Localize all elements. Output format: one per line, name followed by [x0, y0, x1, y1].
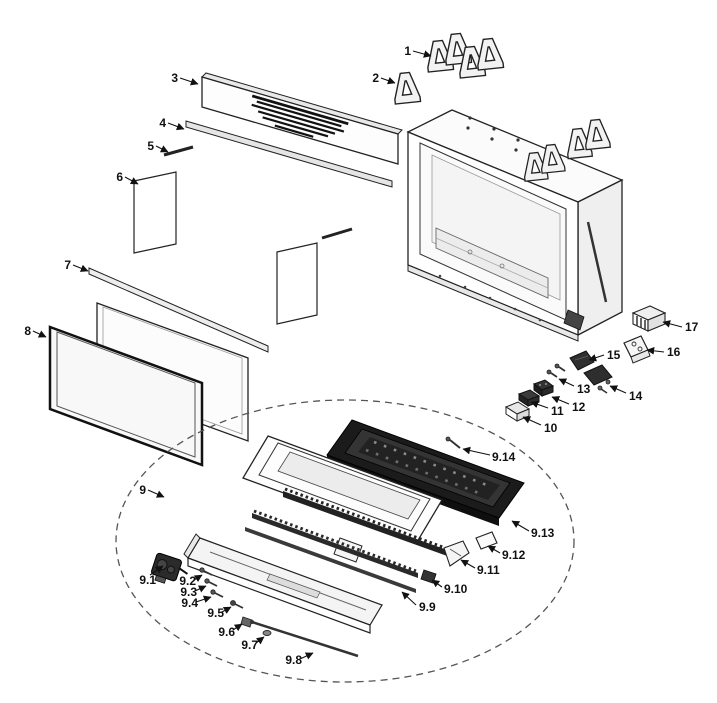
part-label-9-9: 9.9: [419, 600, 436, 614]
part-label-5: 5: [147, 139, 154, 153]
part-label-2: 2: [372, 71, 379, 85]
part-9-12-tray-frame: [242, 435, 443, 563]
part-label-9-3: 9.3: [180, 585, 197, 599]
part-9-5-screw: [230, 600, 244, 609]
part-15-bracket: [569, 350, 595, 371]
part-9-2-screw: [199, 567, 213, 576]
part-8-front-glass: [48, 302, 249, 467]
part-label-13: 13: [577, 382, 591, 396]
part-7-trim-strip: [88, 267, 269, 353]
part-label-9-11: 9.11: [477, 563, 500, 577]
part-2-bracket: [391, 70, 422, 105]
part-1-bracket-group: [424, 31, 505, 79]
part-label-3: 3: [171, 71, 178, 85]
part-label-7: 7: [64, 258, 71, 272]
part-9-11-bracket: [443, 540, 470, 567]
detail-callout-ellipse: [115, 399, 575, 683]
part-label-9-6: 9.6: [218, 625, 235, 639]
part-17-terminal-block: [631, 305, 667, 332]
part-label-9-14: 9.14: [492, 450, 516, 464]
warning-text-block: [251, 94, 349, 138]
part-label-6: 6: [116, 170, 123, 184]
part-label-8: 8: [24, 324, 31, 338]
part-label-15: 15: [607, 348, 621, 362]
part-9-3-screw: [204, 578, 218, 587]
part-label-12: 12: [572, 400, 586, 414]
part-9-6-clip: [240, 616, 253, 628]
part-label-10: 10: [544, 421, 558, 435]
part-label-9-4: 9.4: [181, 596, 198, 610]
side-panel-right: [276, 242, 318, 325]
part-3-warning-panel: [201, 72, 403, 165]
part-5-rod: [163, 145, 353, 240]
part-6-side-panel: [133, 171, 177, 254]
part-14-bracket: [583, 364, 613, 394]
part-9-14-screw: [445, 436, 461, 449]
part-label-9-1: 9.1: [139, 573, 156, 587]
part-9-7-spacer: [262, 630, 272, 636]
part-13-screws: [546, 363, 566, 378]
part-label-9-5: 9.5: [207, 606, 224, 620]
part-labels: 1 2 3 4 5 6 7 8 9 10 11 12 13 14 15 16 1…: [24, 44, 698, 667]
part-label-14: 14: [629, 389, 643, 403]
part-12-box: [532, 379, 555, 397]
part-9-1-motor: [151, 552, 188, 584]
part-10-box: [504, 401, 531, 422]
part-label-1: 1: [404, 44, 411, 58]
part-label-16: 16: [667, 345, 681, 359]
part-label-9-12: 9.12: [502, 548, 526, 562]
part-label-9-7: 9.7: [241, 638, 258, 652]
part-label-17: 17: [685, 320, 699, 334]
part-4-trim-strip: [185, 120, 393, 188]
firebox-body: [406, 109, 624, 342]
leader-lines: [32, 50, 683, 660]
part-label-11: 11: [551, 404, 564, 418]
part-9-9-rails: [245, 487, 450, 593]
part-9-8-rod: [250, 620, 359, 658]
part-label-9-2: 9.2: [179, 574, 196, 588]
part-label-9: 9: [139, 483, 146, 497]
part-label-9-10: 9.10: [444, 582, 468, 596]
part-9-12-plate: [475, 531, 498, 550]
part-label-9-8: 9.8: [285, 653, 302, 667]
part-16-plate: [623, 335, 651, 364]
part-9-4-screw: [210, 589, 224, 598]
part-label-4: 4: [159, 116, 166, 130]
part-label-9-13: 9.13: [531, 526, 555, 540]
part-9-7-trough: [183, 533, 383, 634]
